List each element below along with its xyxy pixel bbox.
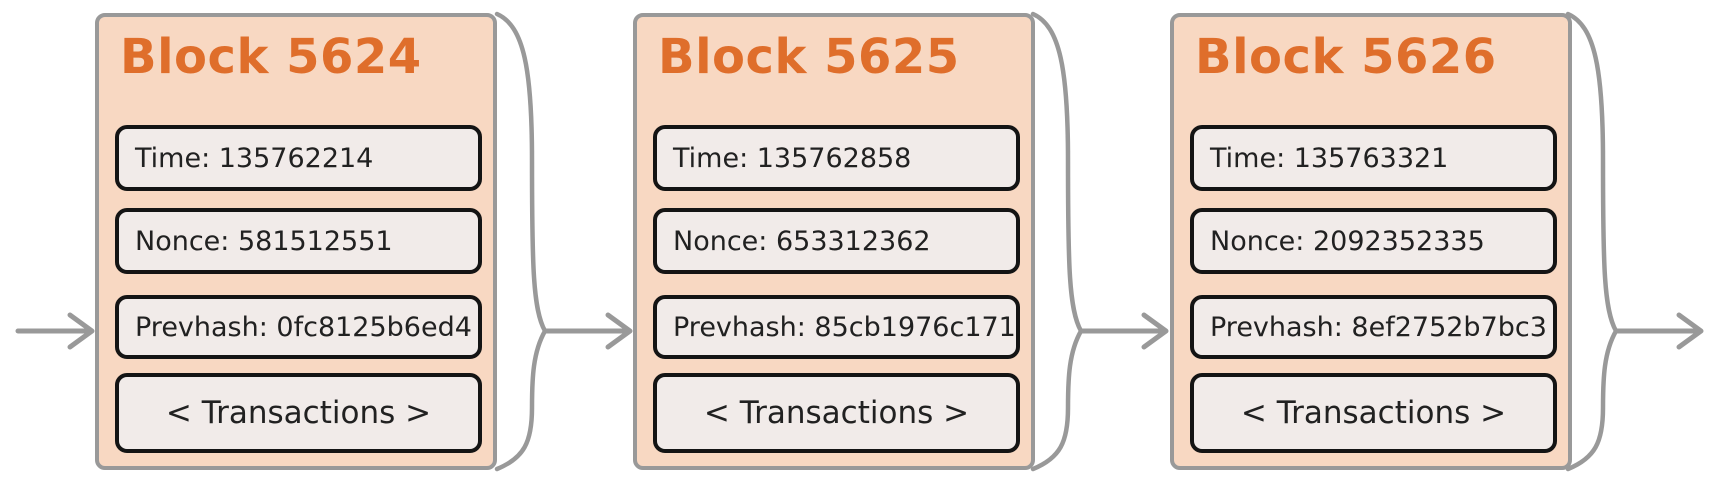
block-card-5626: Block 5626 Time: 135763321 Nonce: 209235… <box>1170 13 1572 470</box>
nonce-field-text: Nonce: 653312362 <box>673 225 931 257</box>
block-2-output-brace-icon <box>1030 11 1084 472</box>
time-field: Time: 135763321 <box>1190 125 1557 191</box>
block-title: Block 5625 <box>658 29 960 85</box>
prevhash-field: Prevhash: 8ef2752b7bc3 <box>1190 295 1557 359</box>
transactions-field-text: < Transactions > <box>165 395 432 431</box>
prevhash-field-text: Prevhash: 0fc8125b6ed4 <box>135 311 472 343</box>
block-1-output-brace-icon <box>494 11 548 472</box>
time-field: Time: 135762214 <box>115 125 482 191</box>
prevhash-field-text: Prevhash: 85cb1976c171 <box>673 311 1016 343</box>
time-field-text: Time: 135763321 <box>1210 142 1449 174</box>
prevhash-field: Prevhash: 85cb1976c171 <box>653 295 1020 359</box>
block-card-5625: Block 5625 Time: 135762858 Nonce: 653312… <box>633 13 1035 470</box>
transactions-field: < Transactions > <box>1190 373 1557 453</box>
block-title: Block 5626 <box>1195 29 1497 85</box>
block-title: Block 5624 <box>120 29 422 85</box>
time-field-text: Time: 135762214 <box>135 142 374 174</box>
block-3-output-brace-icon <box>1565 11 1619 472</box>
time-field-text: Time: 135762858 <box>673 142 912 174</box>
nonce-field: Nonce: 2092352335 <box>1190 208 1557 274</box>
transactions-field-text: < Transactions > <box>1240 395 1507 431</box>
arrow-block1-to-block2-icon <box>542 312 633 350</box>
transactions-field: < Transactions > <box>653 373 1020 453</box>
prevhash-field: Prevhash: 0fc8125b6ed4 <box>115 295 482 359</box>
nonce-field-text: Nonce: 2092352335 <box>1210 225 1485 257</box>
outgoing-arrow-icon <box>1613 312 1704 350</box>
block-card-5624: Block 5624 Time: 135762214 Nonce: 581512… <box>95 13 497 470</box>
nonce-field: Nonce: 653312362 <box>653 208 1020 274</box>
nonce-field: Nonce: 581512551 <box>115 208 482 274</box>
incoming-arrow-icon <box>15 312 95 350</box>
transactions-field-text: < Transactions > <box>703 395 970 431</box>
arrow-block2-to-block3-icon <box>1078 312 1169 350</box>
time-field: Time: 135762858 <box>653 125 1020 191</box>
transactions-field: < Transactions > <box>115 373 482 453</box>
nonce-field-text: Nonce: 581512551 <box>135 225 393 257</box>
prevhash-field-text: Prevhash: 8ef2752b7bc3 <box>1210 311 1547 343</box>
